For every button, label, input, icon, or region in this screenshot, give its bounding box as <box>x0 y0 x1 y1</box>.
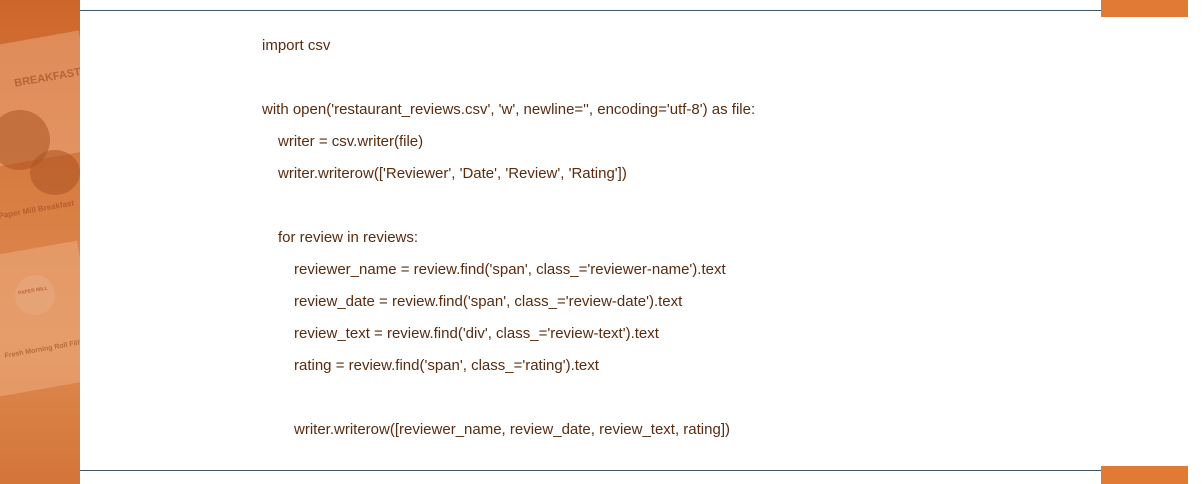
bottom-accent-bar <box>1101 466 1188 484</box>
food-photo <box>30 150 80 195</box>
code-line: review_date = review.find('span', class_… <box>294 293 683 310</box>
code-line: reviewer_name = review.find('span', clas… <box>294 261 726 278</box>
code-line: writer.writerow(['Reviewer', 'Date', 'Re… <box>278 165 627 182</box>
code-line: for review in reviews: <box>278 229 419 246</box>
code-line: writer.writerow([reviewer_name, review_d… <box>294 421 730 438</box>
bottom-divider <box>80 470 1188 471</box>
code-blank-line <box>262 190 755 222</box>
code-line: rating = review.find('span', class_='rat… <box>294 357 599 374</box>
code-snippet: import csv with open('restaurant_reviews.… <box>262 30 755 446</box>
code-line: import csv <box>262 37 331 54</box>
logo-badge <box>15 275 55 315</box>
code-blank-line <box>262 382 755 414</box>
code-blank-line <box>262 62 755 94</box>
code-line: writer = csv.writer(file) <box>278 133 424 150</box>
side-menu-photo: BREAKFAST Paper Mill Breakfast PAPER MIL… <box>0 0 80 484</box>
code-line: review_text = review.find('div', class_=… <box>294 325 659 342</box>
photo-tint <box>0 0 80 484</box>
code-line: with open('restaurant_reviews.csv', 'w',… <box>262 101 756 118</box>
top-accent-bar <box>1101 0 1188 17</box>
top-divider <box>80 10 1188 11</box>
